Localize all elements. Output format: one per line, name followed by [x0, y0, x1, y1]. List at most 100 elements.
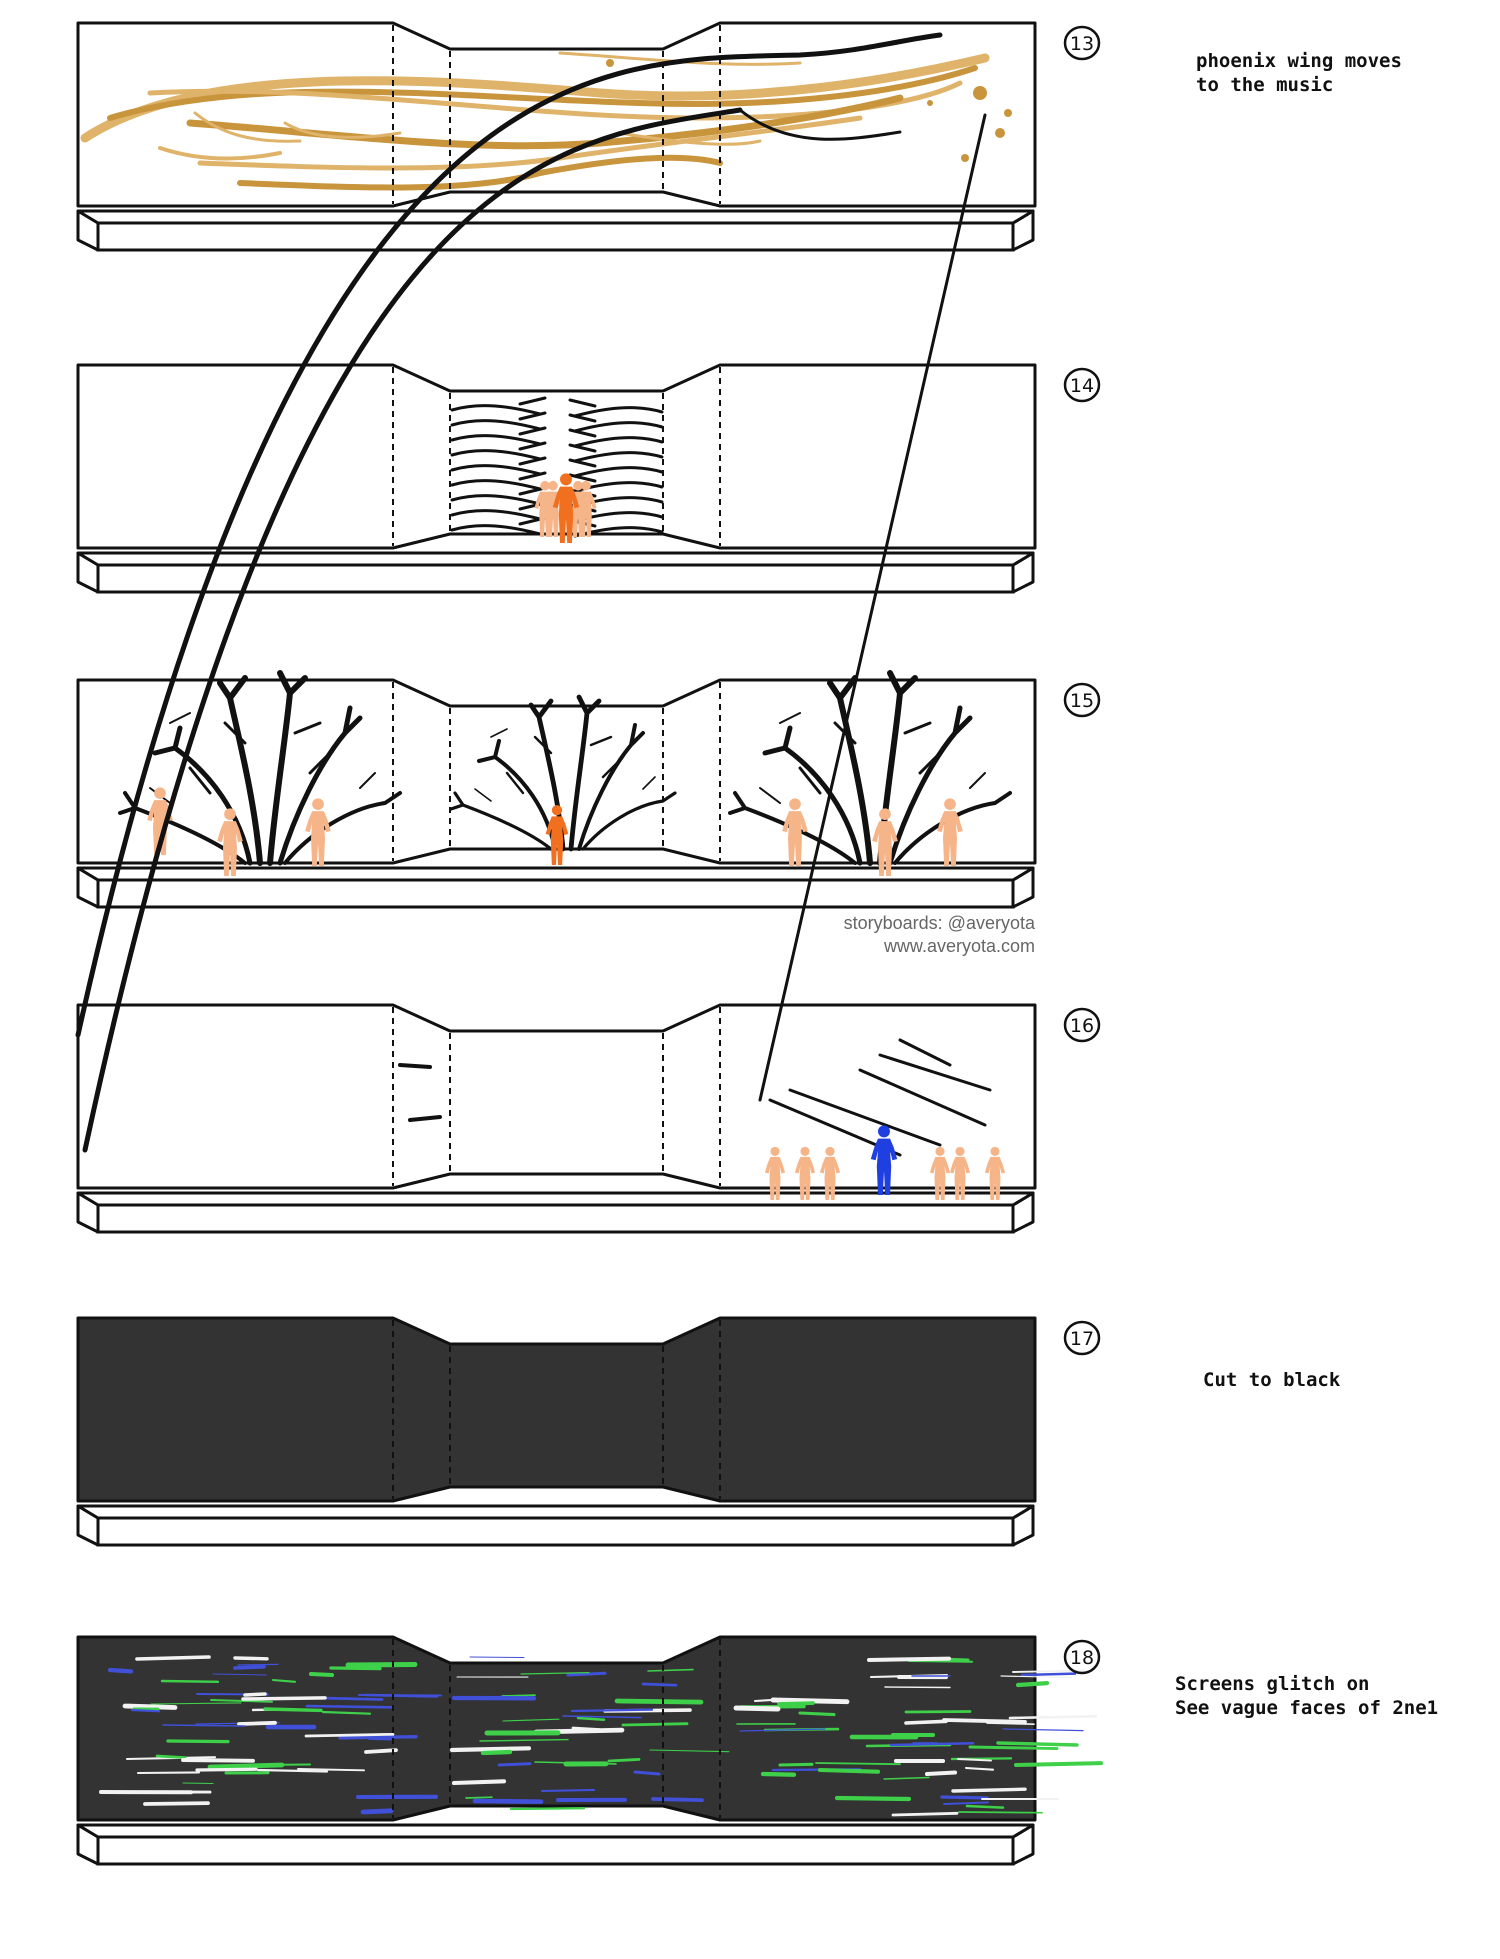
reaching-hand-left — [450, 471, 547, 491]
glitch-streak — [256, 1768, 329, 1773]
reaching-hand-right — [568, 443, 664, 463]
glitch-streak — [297, 1768, 365, 1772]
backup-dancer — [984, 1146, 1006, 1200]
glitch-streak — [986, 1722, 1035, 1726]
glitch-streak — [166, 1739, 230, 1744]
tree-branch — [827, 675, 873, 866]
glitch-streak — [614, 1698, 704, 1705]
glitch-streak — [889, 1742, 975, 1747]
gold-splatter — [995, 128, 1005, 138]
stage-platform-front — [96, 1516, 1015, 1547]
glitch-streak — [479, 1738, 569, 1742]
glitch-streak — [364, 1693, 439, 1698]
glitch-streak — [1002, 1728, 1084, 1732]
giant-arm-upper-edge — [75, 32, 943, 1038]
glitch-streak — [904, 1710, 972, 1714]
reaching-hand-left — [450, 486, 547, 506]
glitch-streak — [451, 1779, 507, 1786]
storyboard-panel-13: 13 — [76, 21, 1101, 252]
giant-hand-fingers — [768, 1038, 992, 1157]
tree-branch — [577, 722, 646, 852]
glitch-streak — [212, 1673, 267, 1676]
glitch-streak — [241, 1696, 327, 1701]
glitch-streak — [777, 1701, 815, 1706]
panel-number-circle — [1063, 1639, 1101, 1675]
glitch-streak — [1008, 1715, 1098, 1720]
glitch-streak — [304, 1732, 395, 1738]
glitch-streak — [182, 1782, 214, 1784]
glitch-streak — [502, 1718, 560, 1722]
glitch-streak — [160, 1679, 220, 1683]
glitch-streak — [364, 1748, 398, 1754]
glitch-streak — [237, 1720, 277, 1726]
panel-number: 13 — [1070, 33, 1094, 55]
storyboard-panel-14: 14 — [76, 363, 1101, 594]
glitch-streak — [107, 1667, 134, 1674]
gold-splatter — [961, 154, 969, 162]
glitch-streak — [233, 1656, 269, 1661]
glitch-streak — [480, 1749, 513, 1756]
tree-branch — [887, 705, 973, 866]
glitch-streak — [136, 1771, 201, 1775]
stage-platform-top — [76, 1823, 1035, 1839]
backup-dancer — [217, 808, 243, 876]
glitch-streak — [271, 1678, 297, 1683]
tree-branch — [568, 694, 602, 852]
panel-13-note-line-1: phoenix wing moves — [1196, 50, 1402, 72]
phoenix-feather — [618, 131, 762, 146]
glitch-streak — [534, 1761, 617, 1765]
glitch-streak — [651, 1797, 704, 1802]
glitch-streak — [308, 1671, 335, 1678]
glitch-streak — [329, 1666, 382, 1671]
stage-platform-front — [96, 1835, 1015, 1866]
glitch-streak — [1014, 1761, 1103, 1767]
reaching-hand-left — [450, 411, 547, 431]
phoenix-feather — [107, 65, 978, 121]
glitch-streak — [942, 1718, 1027, 1724]
reaching-hand-left — [450, 441, 547, 461]
glitch-streak — [633, 1770, 661, 1776]
stage-platform-top — [76, 551, 1035, 567]
glitch-streak — [778, 1762, 814, 1767]
stage-platform-front — [96, 878, 1015, 909]
glitch-streak — [465, 1796, 493, 1799]
storyboard-panel-16: 16 — [75, 32, 1101, 1234]
glitch-streak — [884, 1686, 951, 1689]
lead-performer — [870, 1125, 898, 1195]
glitch-streak — [122, 1703, 178, 1710]
glitch-streak — [649, 1749, 730, 1753]
panel-number-circle — [1063, 682, 1101, 718]
lead-performer — [545, 805, 569, 865]
glitch-streak — [162, 1724, 246, 1727]
stage-platform-front — [96, 221, 1015, 252]
glitch-streak — [155, 1754, 187, 1759]
glitch-streak — [817, 1767, 881, 1774]
glitch-streak — [317, 1696, 384, 1701]
panel-17-note: Cut to black — [1203, 1369, 1341, 1391]
glitch-streak — [150, 1702, 242, 1705]
screen-wall — [76, 1003, 1037, 1190]
reaching-hand-left — [450, 396, 547, 416]
tree-branch — [759, 712, 986, 804]
glitch-streak — [368, 1738, 392, 1741]
backup-dancer — [782, 798, 808, 866]
glitch-streak — [968, 1745, 1059, 1751]
glitch-streak — [1020, 1672, 1077, 1677]
glitch-streak — [509, 1807, 586, 1811]
glitch-streak — [243, 1692, 267, 1697]
glitch-streak — [233, 1665, 266, 1670]
tree-branch — [581, 791, 677, 851]
panel-number-circle — [1063, 1320, 1101, 1356]
glitch-streak — [943, 1801, 989, 1805]
stage-platform-front — [96, 1203, 1015, 1234]
screen-art-reaching-hands — [450, 396, 664, 543]
panel-number: 18 — [1070, 1647, 1094, 1669]
reaching-hand-left — [450, 426, 547, 446]
glitch-streak — [360, 1808, 394, 1815]
reaching-hand-right — [568, 398, 664, 418]
glitch-streak — [965, 1804, 1005, 1809]
backup-dancer — [305, 798, 331, 866]
backup-dancer — [937, 798, 963, 866]
panel-13-note-line-2: to the music — [1196, 74, 1334, 96]
stage-platform-top — [76, 1504, 1035, 1520]
